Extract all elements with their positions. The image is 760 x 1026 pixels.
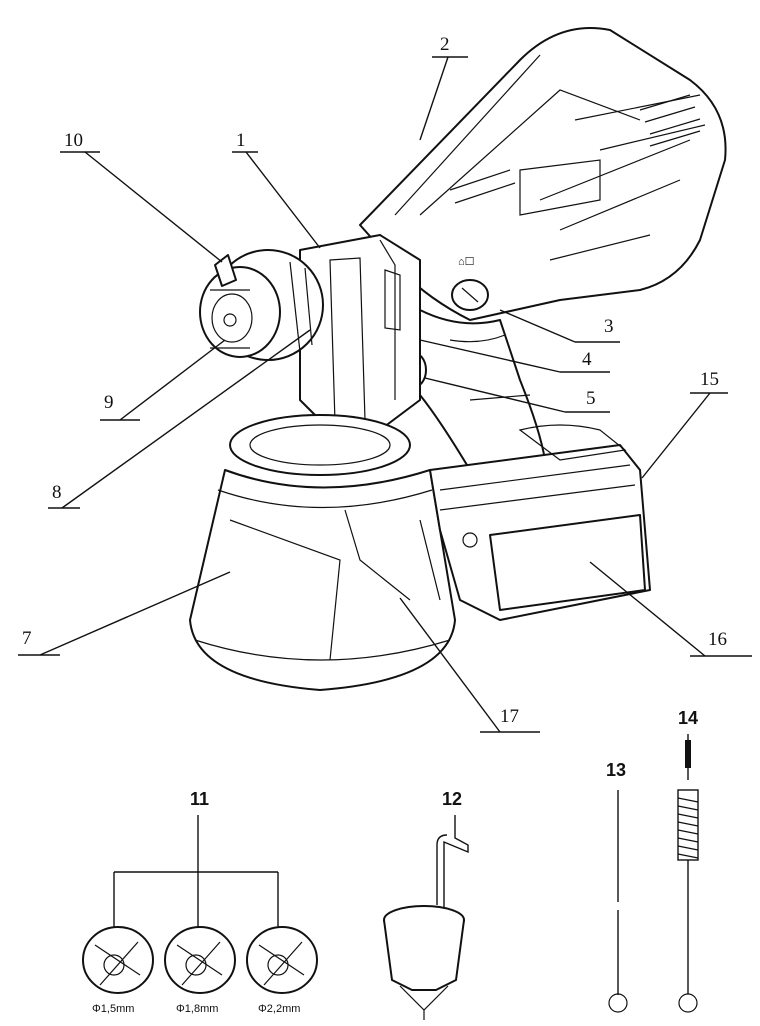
callout-9: 9: [104, 392, 114, 413]
paint-container-illustration: [189, 469, 456, 691]
nozzle-size-label: Φ2,2mm: [258, 1003, 300, 1015]
nozzle-set: 11 Φ1,5mm Φ1,8mm Φ2,2mm: [82, 789, 318, 1015]
nozzle-head: [199, 249, 324, 361]
callout-2: 2: [440, 34, 450, 55]
callout-5: 5: [586, 388, 596, 409]
nozzle-size-label: Φ1,8mm: [176, 1003, 218, 1015]
callout-3: 3: [604, 316, 614, 337]
container-lid: [229, 414, 411, 476]
callout-4: 4: [582, 349, 592, 370]
viscosity-cup-icon: 12: [383, 789, 469, 1020]
callout-10: 10: [64, 130, 83, 151]
callout-11: 11: [190, 789, 209, 809]
handle: [409, 309, 546, 471]
nozzle-disc-icon: [164, 926, 236, 994]
spray-gun-illustration: ⌂☐: [199, 27, 727, 476]
callout-1: 1: [236, 130, 246, 151]
leader-lines: [18, 56, 752, 733]
nozzle-size-label: Φ1,5mm: [92, 1003, 134, 1015]
callout-14: 14: [678, 708, 698, 728]
callout-16: 16: [708, 629, 727, 650]
spray-attachment-neck: [299, 234, 421, 431]
cleaning-brush-icon: 14: [677, 708, 699, 1013]
callout-17: 17: [500, 706, 519, 727]
callout-8: 8: [52, 482, 62, 503]
vent-slots: [449, 94, 701, 204]
callout-13: 13: [606, 760, 626, 780]
nozzle-disc-icon: [246, 926, 318, 994]
cleaning-needle-icon: 13: [606, 760, 628, 1013]
battery-pack-illustration: [429, 424, 651, 621]
motor-housing: [359, 27, 727, 321]
callout-7: 7: [22, 628, 32, 649]
svg-text:⌂☐: ⌂☐: [458, 256, 475, 268]
callout-15: 15: [700, 369, 719, 390]
nozzle-disc-icon: [82, 926, 154, 994]
callout-12: 12: [442, 789, 462, 809]
